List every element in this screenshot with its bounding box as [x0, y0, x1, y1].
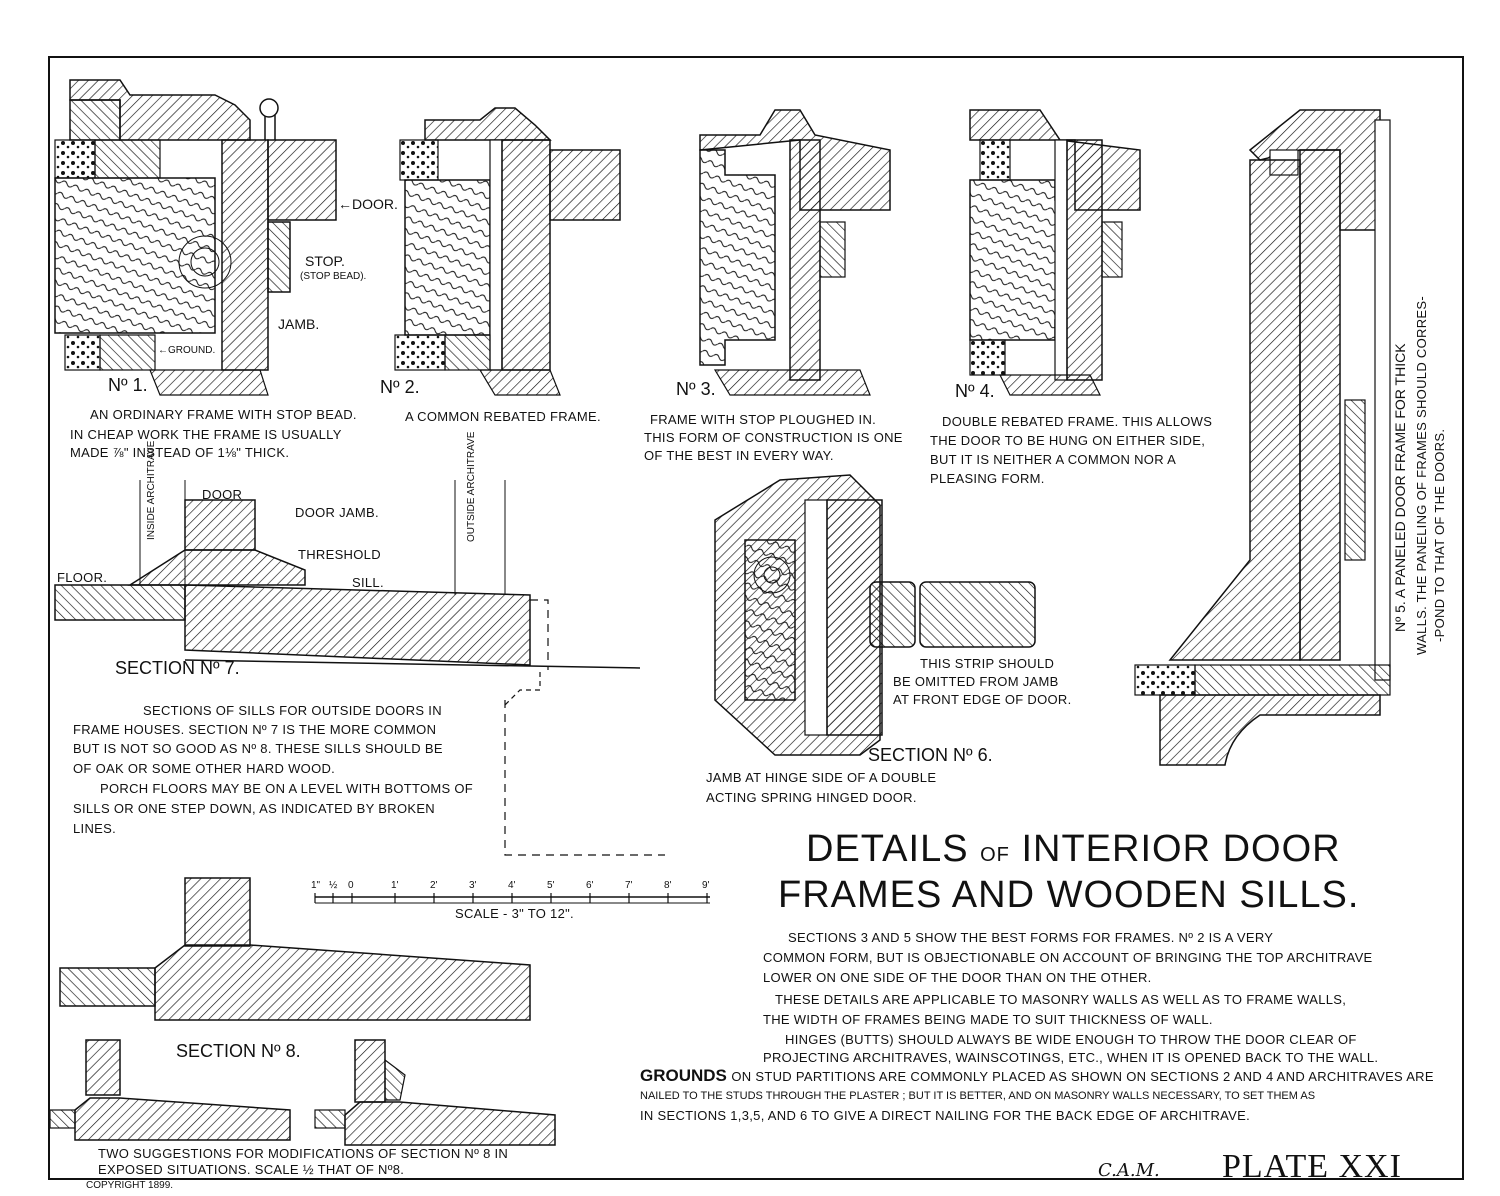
caption-8-line-1: TWO SUGGESTIONS FOR MODIFICATIONS OF SEC…: [98, 1146, 509, 1161]
scale-tick-label: ½: [329, 880, 338, 891]
sills-caption-line-3: BUT IS NOT SO GOOD AS Nº 8. THESE SILLS …: [73, 741, 443, 756]
plate-title-line-2: FRAMES AND WOODEN SILLS.: [778, 874, 1360, 916]
section-2-number: Nº 2.: [380, 377, 420, 397]
section-3-drawing: [699, 109, 891, 396]
copyright: COPYRIGHT 1899.: [86, 1180, 174, 1191]
sills-caption-line-5: PORCH FLOORS MAY BE ON A LEVEL WITH BOTT…: [100, 781, 474, 796]
caption-1-line-1: AN ORDINARY FRAME WITH STOP BEAD.: [90, 407, 357, 422]
title-of: OF: [980, 844, 1010, 866]
note-2-line-1: THESE DETAILS ARE APPLICABLE TO MASONRY …: [775, 992, 1347, 1007]
sills-caption-line-7: LINES.: [73, 821, 116, 836]
caption-4-line-1: DOUBLE REBATED FRAME. THIS ALLOWS: [942, 414, 1213, 429]
scale-tick-label: 0: [348, 880, 354, 891]
caption-4-line-4: PLEASING FORM.: [930, 471, 1045, 486]
label-stop-bead: (STOP BEAD).: [300, 271, 367, 282]
label-outside-architrave: OUTSIDE ARCHITRAVE: [466, 431, 477, 542]
scale-tick-label: 6': [586, 880, 594, 891]
note-1-line-2: COMMON FORM, BUT IS OBJECTIONABLE ON ACC…: [763, 950, 1373, 965]
note-3-line-2: PROJECTING ARCHITRAVES, WAINSCOTINGS, ET…: [763, 1050, 1379, 1065]
section-1-number: Nº 1.: [108, 375, 148, 395]
scale-tick-label: 5': [547, 880, 555, 891]
title-interior-door: INTERIOR DOOR: [1021, 828, 1341, 870]
caption-2-line-1: A COMMON REBATED FRAME.: [405, 409, 601, 424]
section-5-drawing: [1134, 109, 1391, 766]
plate-number: PLATE XXI: [1222, 1148, 1402, 1185]
section-2-drawing: [394, 107, 621, 396]
title-details: DETAILS: [806, 828, 969, 870]
section-8-title: SECTION Nº 8.: [176, 1041, 301, 1061]
signature: C.A.M.: [1098, 1160, 1160, 1181]
label-floor: FLOOR.: [57, 570, 108, 585]
label-threshold: THRESHOLD: [298, 547, 381, 562]
scale-tick-label: 7': [625, 880, 633, 891]
section-3-number: Nº 3.: [676, 379, 716, 399]
note-1-line-1: SECTIONS 3 AND 5 SHOW THE BEST FORMS FOR…: [788, 930, 1274, 945]
caption-6-line-1: JAMB AT HINGE SIDE OF A DOUBLE: [706, 770, 937, 785]
strip-note-line-3: AT FRONT EDGE OF DOOR.: [893, 692, 1072, 707]
caption-3-line-3: OF THE BEST IN EVERY WAY.: [644, 448, 834, 463]
caption-1-line-3: MADE ⅞" INSTEAD OF 1⅛" THICK.: [70, 445, 290, 460]
label-door: ←DOOR.: [338, 196, 398, 212]
label-stop: STOP.: [305, 253, 345, 269]
caption-5-line-1: Nº 5. A PANELED DOOR FRAME FOR THICK: [1392, 343, 1408, 632]
caption-5-line-3: -POND TO THAT OF THE DOORS.: [1432, 428, 1447, 642]
section-8-drawing: [49, 877, 556, 1146]
scale-caption: SCALE - 3" TO 12".: [455, 906, 574, 921]
scale-tick-label: 1': [391, 880, 399, 891]
label-door-jamb: DOOR JAMB.: [295, 505, 379, 520]
grounds-line-1: GROUNDS ON STUD PARTITIONS ARE COMMONLY …: [640, 1065, 1434, 1087]
caption-1-line-2: IN CHEAP WORK THE FRAME IS USUALLY: [70, 427, 342, 442]
scale-tick-label: 8': [664, 880, 672, 891]
scale-bar: [314, 893, 710, 904]
label-door-dimension: DOOR: [202, 487, 243, 502]
section-6-drawing: [714, 474, 1036, 756]
sills-caption-line-1: SECTIONS OF SILLS FOR OUTSIDE DOORS IN: [143, 703, 442, 718]
sills-caption-line-2: FRAME HOUSES. SECTION Nº 7 IS THE MORE C…: [73, 722, 437, 737]
plate-border: [48, 56, 1464, 1180]
scale-tick-label: 1": [311, 880, 321, 891]
scale-tick-label: 2': [430, 880, 438, 891]
label-jamb: JAMB.: [278, 316, 320, 332]
section-4-number: Nº 4.: [955, 381, 995, 401]
label-ground: ←GROUND.: [158, 345, 216, 356]
scale-tick-label: 9': [702, 880, 710, 891]
caption-5-line-2: WALLS. THE PANELING OF FRAMES SHOULD COR…: [1414, 296, 1429, 655]
label-sill: SILL.: [352, 575, 384, 590]
caption-3-line-2: THIS FORM OF CONSTRUCTION IS ONE: [644, 430, 903, 445]
label-inside-architrave: INSIDE ARCHITRAVE: [146, 440, 157, 540]
caption-8-line-2: EXPOSED SITUATIONS. SCALE ½ THAT OF Nº8.: [98, 1162, 405, 1177]
scale-tick-label: 4': [508, 880, 516, 891]
caption-4-line-3: BUT IT IS NEITHER A COMMON NOR A: [930, 452, 1177, 467]
caption-6-line-2: ACTING SPRING HINGED DOOR.: [706, 790, 917, 805]
note-1-line-3: LOWER ON ONE SIDE OF THE DOOR THAN ON TH…: [763, 970, 1152, 985]
plate-title-line-1: DETAILS OF INTERIOR DOOR: [806, 826, 1341, 874]
sills-caption-line-4: OF OAK OR SOME OTHER HARD WOOD.: [73, 761, 336, 776]
grounds-line-2: NAILED TO THE STUDS THROUGH THE PLASTER …: [640, 1090, 1316, 1102]
strip-note-line-2: BE OMITTED FROM JAMB: [893, 674, 1059, 689]
section-7-drawing: [54, 480, 665, 856]
section-6-title: SECTION Nº 6.: [868, 745, 993, 765]
section-1-drawing: [54, 79, 337, 396]
grounds-line-3: IN SECTIONS 1,3,5, AND 6 TO GIVE A DIREC…: [640, 1108, 1250, 1123]
section-7-title: SECTION Nº 7.: [115, 658, 240, 678]
grounds-word: GROUNDS: [640, 1066, 727, 1085]
caption-3-line-1: FRAME WITH STOP PLOUGHED IN.: [650, 412, 877, 427]
sills-caption-line-6: SILLS OR ONE STEP DOWN, AS INDICATED BY …: [73, 801, 435, 816]
scale-tick-label: 3': [469, 880, 477, 891]
strip-note-line-1: THIS STRIP SHOULD: [920, 656, 1055, 671]
section-4-drawing: [969, 109, 1141, 396]
caption-4-line-2: THE DOOR TO BE HUNG ON EITHER SIDE,: [930, 433, 1206, 448]
grounds-text-1: ON STUD PARTITIONS ARE COMMONLY PLACED A…: [731, 1069, 1434, 1084]
note-2-line-2: THE WIDTH OF FRAMES BEING MADE TO SUIT T…: [763, 1012, 1213, 1027]
note-3-line-1: HINGES (BUTTS) SHOULD ALWAYS BE WIDE ENO…: [785, 1032, 1357, 1047]
